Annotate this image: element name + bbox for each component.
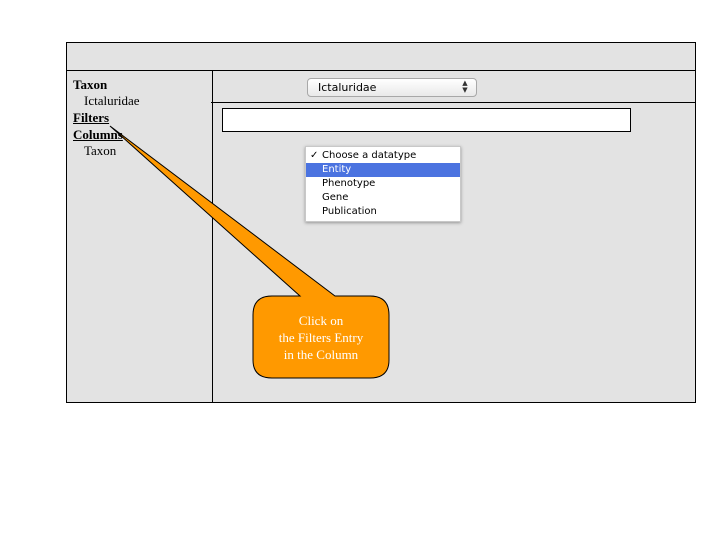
dropdown-item-gene[interactable]: Gene (306, 191, 460, 205)
sidebar: Taxon Ictaluridae Filters Columns Taxon (67, 71, 213, 402)
dropdown-item-label: Entity (322, 164, 352, 175)
check-icon: ✓ (310, 150, 319, 161)
dropdown-item-publication[interactable]: Publication (306, 205, 460, 219)
up-down-arrows-icon: ▲▼ (462, 79, 468, 94)
taxon-select-value: Ictaluridae (318, 81, 377, 94)
dropdown-item-phenotype[interactable]: Phenotype (306, 177, 460, 191)
dropdown-item-label: Phenotype (322, 178, 376, 189)
top-bar (67, 43, 695, 71)
filters-link[interactable]: Filters (73, 110, 110, 125)
filter-text-field[interactable] (222, 108, 631, 132)
callout-line-2: the Filters Entry (278, 330, 364, 345)
dropdown-item-label: Choose a datatype (322, 150, 417, 161)
callout-text: Click on the Filters Entry in the Column (253, 312, 389, 363)
dropdown-item-entity[interactable]: Entity (306, 163, 460, 177)
taxon-value: Ictaluridae (84, 93, 140, 108)
callout-line-3: in the Column (283, 347, 359, 362)
callout-line-1: Click on (298, 313, 344, 328)
columns-taxon-item[interactable]: Taxon (84, 143, 117, 158)
datatype-dropdown[interactable]: ✓ Choose a datatype Entity Phenotype Gen… (305, 146, 461, 222)
dropdown-item-label: Gene (322, 192, 349, 203)
dropdown-item-choose-datatype[interactable]: ✓ Choose a datatype (306, 149, 460, 163)
taxon-heading: Taxon (73, 77, 108, 92)
columns-link[interactable]: Columns (73, 127, 123, 142)
dropdown-item-label: Publication (322, 206, 377, 217)
taxon-select[interactable]: Ictaluridae ▲▼ (307, 78, 477, 97)
content-divider (211, 102, 695, 103)
